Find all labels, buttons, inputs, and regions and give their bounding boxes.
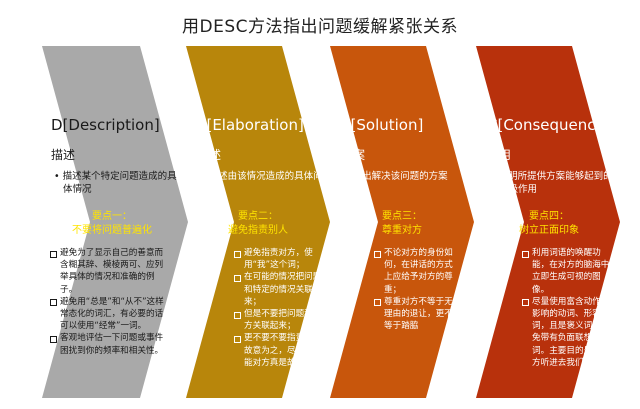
detail-list: 避免为了显示自己的善意而含糊其辞、模棱两可、应列举具体的情况和准确的例子。 避免… [50, 247, 166, 357]
list-item: 更不要不要指责对方故意为之，尽管有可能对方真是故意的 [234, 332, 322, 369]
keypoint-text: 不要将问题普遍化 [72, 225, 152, 236]
chevron-description [42, 46, 188, 398]
panel-solution: S[Solution] 方案 • 提出解决该问题的方案 要点三： 尊重对方 不论… [332, 44, 472, 399]
panel-heading: E[Elaboration] [197, 116, 304, 134]
panel-elaboration: E[Elaboration] 表述 • 表述由该情况造成的具体问题 要点二： 避… [188, 44, 328, 399]
list-item: 客观地评估一下问题或事件困扰到你的频率和相关性。 [50, 332, 166, 356]
panel-subheading: 描述 [51, 148, 76, 162]
keypoint-label: 要点二： [238, 211, 278, 222]
panel-description: D[Description] 描述 • 描述某个特定问题造成的具体情况 要点一：… [42, 44, 182, 399]
keypoint: 要点四： 树立正面印象 [478, 210, 620, 238]
list-item: 在可能的情况把问题和特定的情况关联起来； [234, 271, 322, 308]
list-item: 尊重对方不等于无理由的退让，更不等于踏脇 [374, 296, 458, 333]
keypoint: 要点二： 避免指责别人 [188, 210, 328, 238]
panel-subheading: 作用 [487, 148, 512, 162]
keypoint-label: 要点三： [382, 211, 422, 222]
panel-description-text: • 说明所提供方案能够起到的积极作用 [490, 171, 613, 195]
chevron-elaboration [186, 46, 330, 398]
keypoint: 要点一： 不要将问题普遍化 [42, 210, 182, 238]
list-item: 避免为了显示自己的善意而含糊其辞、模棱两可、应列举具体的情况和准确的例子。 [50, 247, 166, 296]
panel-subheading: 表述 [197, 148, 222, 162]
list-item: 但是不要把问题和对方关联起来； [234, 308, 322, 332]
keypoint-text: 尊重对方 [382, 225, 422, 236]
panel-heading: D[Description] [51, 116, 160, 134]
chevron-consequence [476, 46, 620, 398]
list-item: 避免用“总是”和“从不”这样常态化的词汇，有必要的话可以使用“经常”一词。 [50, 296, 166, 333]
list-item: 尽量使用富含动作与影响的动词、形容词，且是褒义词，避免带有负面联想的词。主要目的… [522, 296, 614, 369]
chevron-solution [330, 46, 474, 398]
panel-subheading: 方案 [341, 148, 366, 162]
list-item: 不论对方的身份如何，在讲话的方式上应给予对方的尊重； [374, 247, 458, 296]
keypoint-text: 避免指责别人 [228, 225, 288, 236]
panel-consequence: C[Consequence] 作用 • 说明所提供方案能够起到的积极作用 要点四… [478, 44, 620, 399]
panel-heading: C[Consequence] [487, 116, 611, 134]
keypoint-label: 要点一： [92, 211, 132, 222]
detail-list: 不论对方的身份如何，在讲话的方式上应给予对方的尊重； 尊重对方不等于无理由的退让… [374, 247, 458, 332]
detail-list: 避免指责对方，使用“我”这个词； 在可能的情况把问题和特定的情况关联起来； 但是… [234, 247, 322, 369]
panel-heading: S[Solution] [341, 116, 424, 134]
detail-list: 利用词语的唤醒功能，在对方的脑海中立即生成可视的图像。 尽量使用富含动作与影响的… [522, 247, 614, 369]
panel-description-text: • 描述某个特定问题造成的具体情况 [54, 171, 177, 195]
list-item: 避免指责对方，使用“我”这个词； [234, 247, 322, 271]
panel-description-text: • 提出解决该问题的方案 [344, 171, 448, 182]
keypoint-text: 树立正面印象 [519, 225, 579, 236]
diagram-title: 用DESC方法指出问题缓解紧张关系 [182, 17, 458, 37]
keypoint-label: 要点四： [529, 211, 569, 222]
list-item: 利用词语的唤醒功能，在对方的脑海中立即生成可视的图像。 [522, 247, 614, 296]
panel-description-text: • 表述由该情况造成的具体问题 [200, 171, 323, 195]
keypoint: 要点三： 尊重对方 [332, 210, 472, 238]
